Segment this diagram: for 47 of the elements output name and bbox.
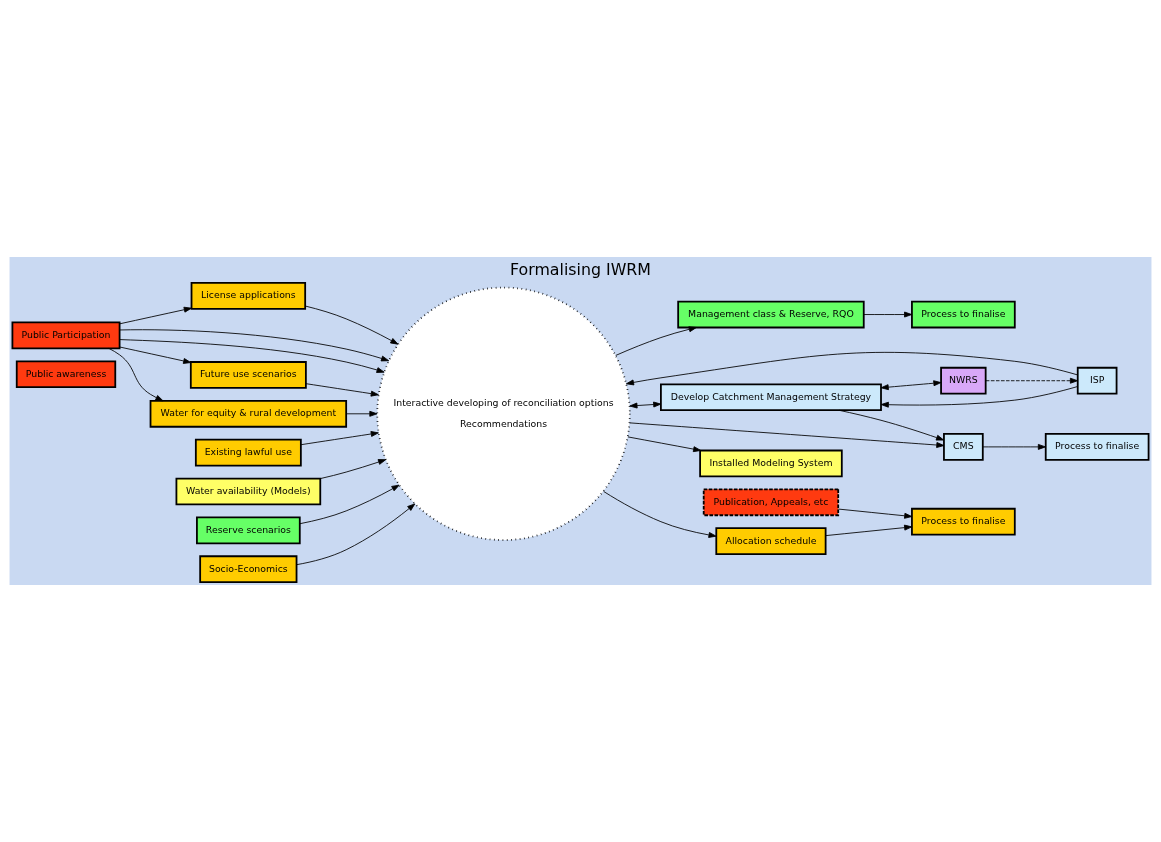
arrow: [880, 380, 942, 391]
arrow: [300, 431, 379, 446]
node-box: Water for equity & rural development: [149, 399, 348, 428]
node-box: Socio-Economics: [199, 555, 298, 583]
node-box: Public awareness: [15, 360, 117, 389]
arrow: [345, 410, 378, 417]
arrow: [838, 508, 913, 519]
arrow: [305, 383, 379, 397]
arrow: [603, 491, 717, 538]
arrow: [627, 436, 702, 453]
arrow: [119, 346, 192, 364]
node-box: ISP: [1076, 366, 1118, 395]
node-box: Future use scenarios: [189, 361, 307, 389]
arrow: [119, 339, 385, 373]
node-box: Water availability (Models): [175, 477, 322, 506]
arrow: [863, 311, 913, 318]
arrow: [615, 326, 697, 356]
arrow: [838, 409, 945, 441]
arrow: [982, 443, 1046, 450]
arrow: [299, 484, 400, 525]
arrow: [629, 401, 662, 409]
arrow: [119, 329, 390, 362]
node-box: Public Participation: [11, 321, 121, 350]
node-box: Existing lawful use: [194, 438, 302, 467]
node-box: Process to finalise: [1044, 433, 1150, 461]
arrow: [320, 459, 387, 479]
arrow: [985, 377, 1078, 384]
node-box: Reserve scenarios: [196, 516, 301, 545]
node-box: Publication, Appeals, etc: [702, 488, 840, 517]
node-box: Management class & Reserve, RQO: [677, 300, 865, 329]
arrow: [304, 305, 399, 345]
diagram-title: Formalising IWRM: [510, 260, 651, 280]
node-box: Installed Modeling System: [699, 449, 843, 478]
arrow: [296, 503, 416, 566]
node-box: Allocation schedule: [715, 527, 827, 555]
arrow: [119, 306, 192, 325]
node-box: Process to finalise: [911, 507, 1016, 536]
node-box: Process to finalise: [911, 300, 1016, 329]
arrow: [108, 347, 164, 402]
arrow: [629, 422, 945, 448]
node-box: License applications: [190, 282, 307, 310]
node-box: CMS: [943, 433, 984, 461]
node-box: NWRS: [940, 366, 987, 395]
arrow: [880, 386, 1078, 408]
arrow: [825, 524, 913, 537]
node-box: Develop Catchment Management Strategy: [660, 383, 882, 412]
arrow: [625, 351, 1078, 386]
